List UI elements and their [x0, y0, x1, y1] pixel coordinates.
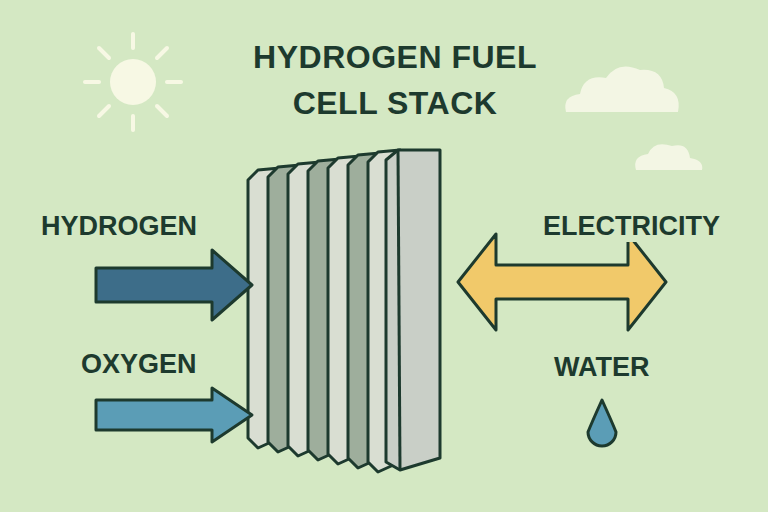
- sun: [85, 34, 181, 130]
- label: ELECTRICITY: [540, 212, 723, 242]
- water-drop: [588, 400, 616, 446]
- electricity-arrow: [458, 234, 666, 330]
- label: HYDROGEN: [38, 212, 200, 242]
- title: HYDROGEN FUEL CELL STACK: [230, 34, 560, 127]
- cloud: [635, 144, 702, 170]
- fuel-cell-stack: [248, 150, 440, 472]
- label: OXYGEN: [78, 350, 200, 380]
- label: WATER: [551, 353, 653, 383]
- oxygen-arrow: [96, 388, 252, 442]
- hydrogen-arrow: [96, 250, 252, 320]
- end-plate: [386, 150, 440, 470]
- end-plate-edge: [398, 150, 400, 470]
- cloud: [565, 66, 678, 112]
